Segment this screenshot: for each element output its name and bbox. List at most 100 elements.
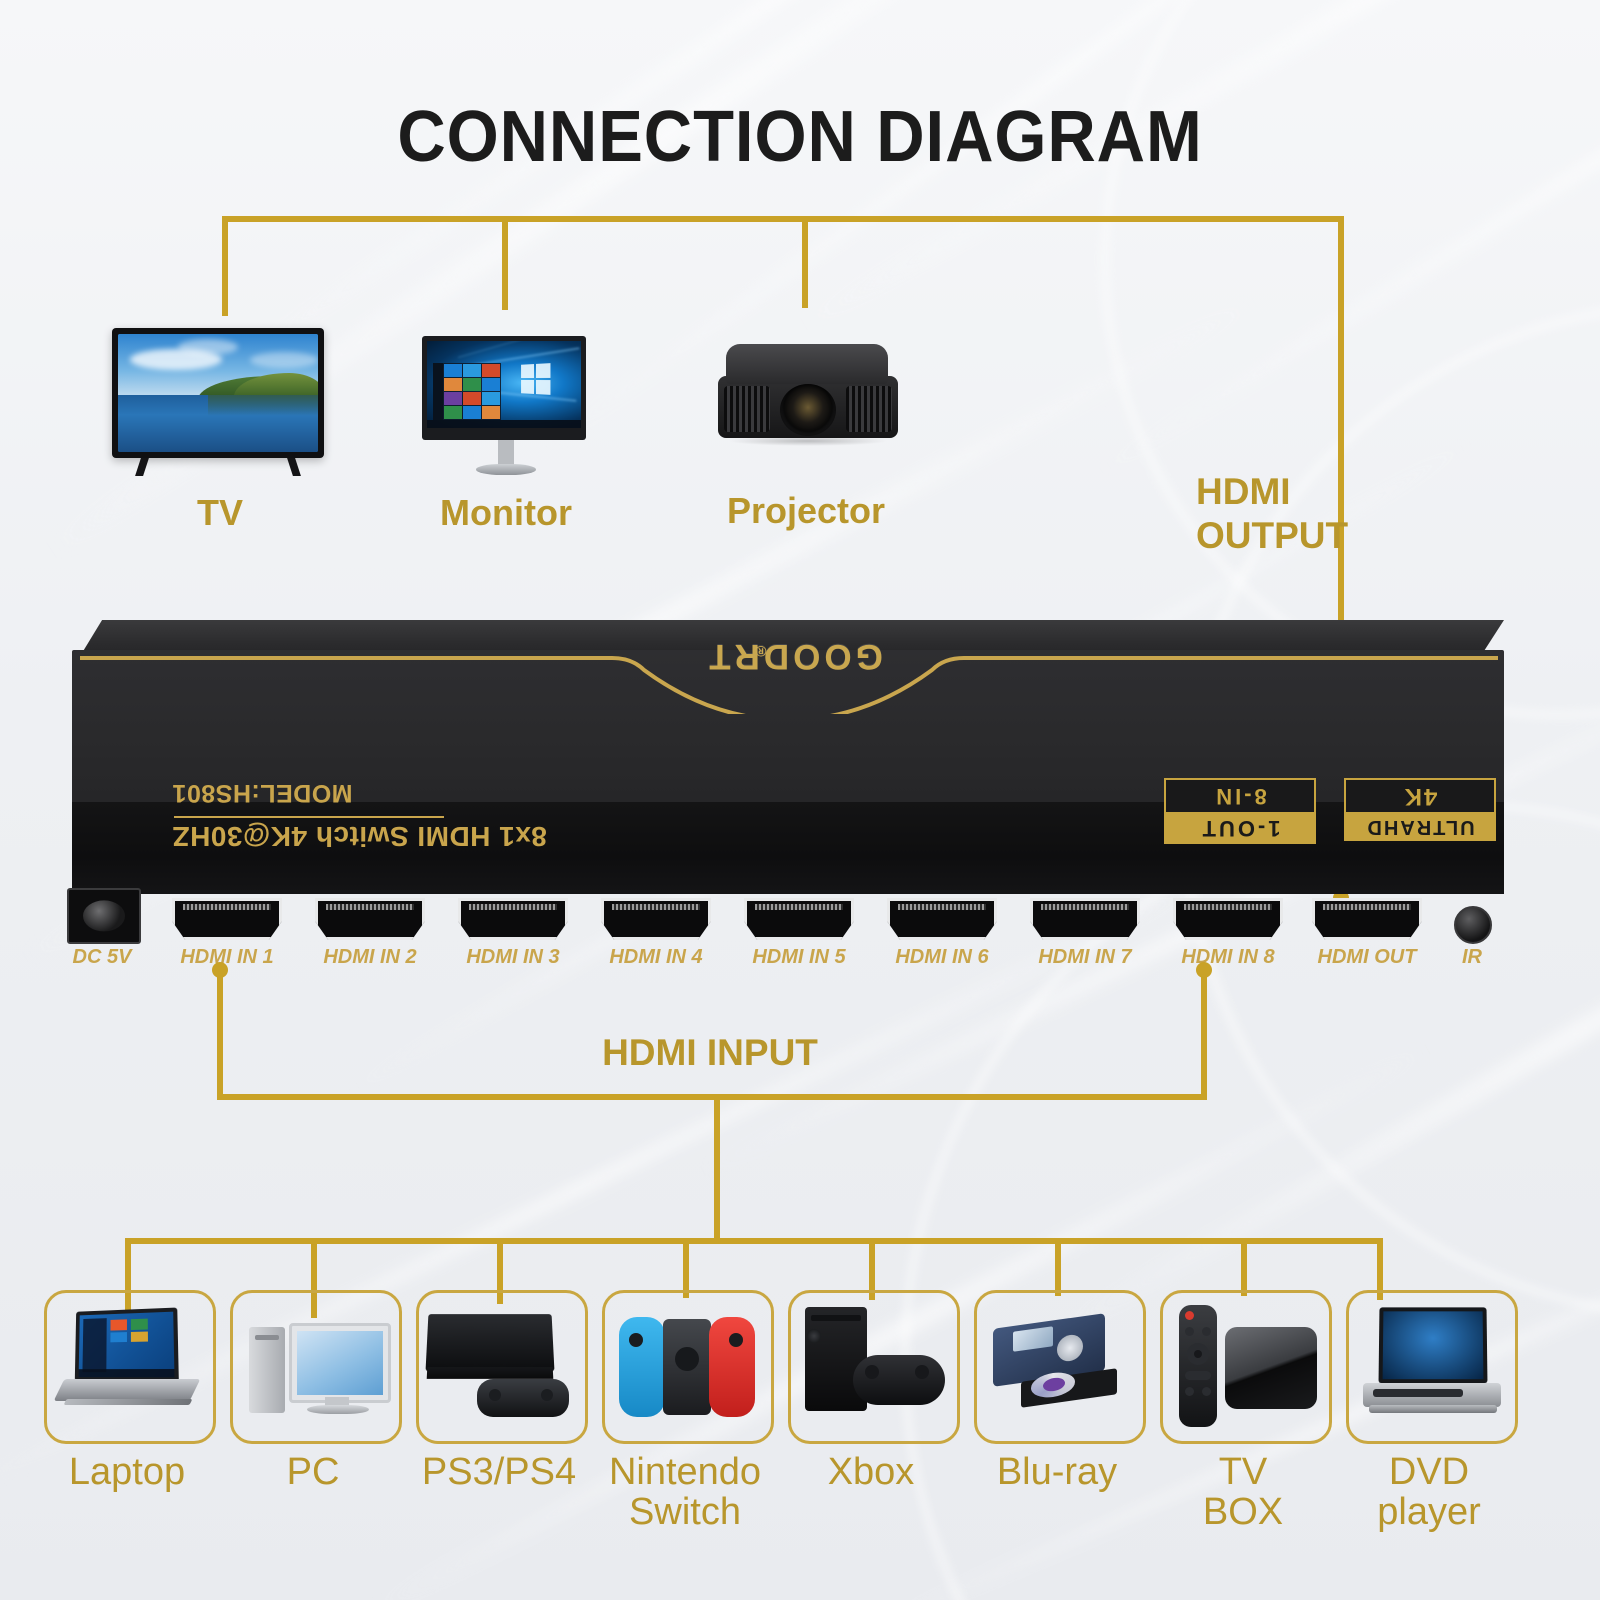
badge-ultrahd: ULTRAHD 4K — [1344, 778, 1496, 841]
output-drop-to-switch — [1338, 216, 1344, 902]
input-drop-bluray — [1055, 1238, 1061, 1296]
input-device-label-tvbox: TV BOX — [1136, 1452, 1350, 1533]
dvd-base-edge — [1369, 1405, 1497, 1413]
hdmi-in-4-port[interactable] — [601, 898, 711, 940]
playstation-stick-right — [541, 1389, 553, 1401]
pc-tower — [249, 1327, 285, 1413]
input-device-label-bluray: Blu-ray — [996, 1451, 1118, 1493]
output-drop-tv — [222, 216, 228, 316]
tvbox-label-line1: TV — [1218, 1451, 1268, 1493]
output-drop-monitor — [502, 216, 508, 310]
hdmi-in-7-port[interactable] — [1030, 898, 1140, 940]
hdmi-in-5-port[interactable] — [744, 898, 854, 940]
dvd-screen-content — [1382, 1311, 1484, 1380]
playstation-stick-left — [489, 1389, 501, 1401]
hdmi-in-1-port[interactable] — [172, 898, 282, 940]
input-bracket-horizontal — [217, 1094, 1207, 1100]
power-jack-port[interactable] — [67, 888, 141, 944]
input-drop-pc — [311, 1238, 317, 1318]
port-label-ir: IR — [1462, 946, 1482, 968]
hdmi-in-2-port[interactable] — [315, 898, 425, 940]
pc-monitor-neck — [325, 1397, 349, 1407]
switch-center-button — [675, 1347, 699, 1371]
output-device-label-tv: TV — [196, 492, 243, 533]
hdmi-out-port[interactable] — [1312, 898, 1422, 940]
port-label-hdmi-in-5: HDMI IN 5 — [752, 946, 846, 968]
input-riser-left — [217, 966, 223, 1100]
hdmi-switch-device: GOODRT ® MODEL:HS801 8x1 HDMI Switch 4K@… — [67, 620, 1512, 970]
remote-button-b — [1202, 1327, 1211, 1336]
dvd-player-thumbnail — [1346, 1290, 1518, 1444]
input-device-label-laptop: Laptop — [68, 1451, 186, 1493]
playstation-thumbnail — [416, 1290, 588, 1444]
hdmi-in-8-port[interactable] — [1173, 898, 1283, 940]
hdmi-input-bus-label: HDMI INPUT — [602, 1032, 818, 1073]
port-label-power: DC 5V — [72, 946, 132, 968]
joycon-left — [619, 1317, 665, 1417]
hdmi-output-bus-label: HDMI OUTPUT HDMI OUTPUT — [1196, 470, 1348, 558]
input-device-label-ps: PS3/PS4 — [421, 1451, 577, 1493]
input-device-label-pc: PC — [286, 1451, 340, 1493]
hdmi-in-3-port[interactable] — [458, 898, 568, 940]
tv-box-thumbnail — [1160, 1290, 1332, 1444]
hdmi-output-label-line1: HDMI — [1196, 471, 1291, 512]
port-label-hdmi-in-2: HDMI IN 2 — [323, 946, 417, 968]
bluray-player-thumbnail — [974, 1290, 1146, 1444]
nintendo-switch-thumbnail — [602, 1290, 774, 1444]
input-drop-laptop — [125, 1238, 131, 1328]
badge-ultrahd-bottom: 4K — [1344, 778, 1496, 812]
input-riser-right — [1201, 966, 1207, 1100]
input-connection-dot-right — [1196, 962, 1212, 978]
ir-sensor-port[interactable] — [1454, 906, 1492, 944]
xbox-stick-right — [915, 1365, 929, 1379]
port-label-hdmi-out: HDMI OUT — [1317, 946, 1417, 968]
desktop-pc-thumbnail — [230, 1290, 402, 1444]
switch-label-line2: Switch — [629, 1491, 741, 1534]
input-device-label-dvd: DVD player — [1322, 1452, 1536, 1533]
dvd-label-line1: DVD — [1388, 1451, 1470, 1493]
remote-volume-down — [1185, 1387, 1194, 1396]
device-model-text: MODEL:HS801 — [172, 779, 353, 807]
dvd-label-line2: player — [1377, 1491, 1481, 1534]
pc-drive-slot — [255, 1335, 279, 1340]
badge-io-bottom: 8-IN — [1164, 778, 1316, 812]
remote-back-button — [1185, 1371, 1211, 1380]
output-device-label-projector: Projector — [726, 490, 886, 531]
device-spec-text: 8x1 HDMI Switch 4K@30HZ — [172, 821, 547, 852]
page-title: CONNECTION DIAGRAM — [397, 97, 1203, 177]
laptop-screen-content — [78, 1311, 175, 1378]
input-drop-xbox — [869, 1238, 875, 1300]
port-label-hdmi-in-1: HDMI IN 1 — [180, 946, 274, 968]
input-connection-dot-left — [212, 962, 228, 978]
remote-volume-up — [1202, 1387, 1211, 1396]
device-gold-trim — [80, 656, 1498, 714]
pc-monitor-screen — [297, 1331, 383, 1395]
laptop-base-edge — [63, 1399, 193, 1405]
remote-button-a — [1185, 1327, 1194, 1336]
input-drop-ps — [497, 1238, 503, 1304]
tv-box-remote — [1179, 1305, 1217, 1427]
badge-io: 1-OUT 8-IN — [1164, 778, 1316, 844]
tvbox-label-line2: BOX — [1202, 1491, 1284, 1534]
port-label-hdmi-in-4: HDMI IN 4 — [609, 946, 703, 968]
xbox-power-button — [807, 1329, 821, 1343]
remote-power-button — [1185, 1311, 1194, 1320]
remote-ok-button — [1194, 1350, 1202, 1358]
device-brand-logo: GOODRT — [705, 637, 883, 676]
joycon-right-stick — [729, 1333, 743, 1347]
joycon-left-stick — [629, 1333, 643, 1347]
dvd-control-strip — [1373, 1389, 1463, 1397]
television-icon — [112, 328, 328, 478]
projector-icon — [718, 344, 898, 448]
badge-ultrahd-top: ULTRAHD — [1344, 812, 1496, 841]
input-fanout-bus — [125, 1238, 1383, 1244]
port-label-hdmi-in-8: HDMI IN 8 — [1181, 946, 1275, 968]
dvd-player-screen — [1378, 1307, 1488, 1384]
laptop-thumbnail — [44, 1290, 216, 1444]
hdmi-output-label-line2: OUTPUT — [1196, 515, 1349, 556]
device-text-divider — [174, 816, 444, 818]
hdmi-in-6-port[interactable] — [887, 898, 997, 940]
input-device-label-switch: Nintendo Switch — [578, 1452, 792, 1533]
xbox-controller — [853, 1355, 945, 1405]
xbox-disc-slot — [811, 1315, 861, 1321]
